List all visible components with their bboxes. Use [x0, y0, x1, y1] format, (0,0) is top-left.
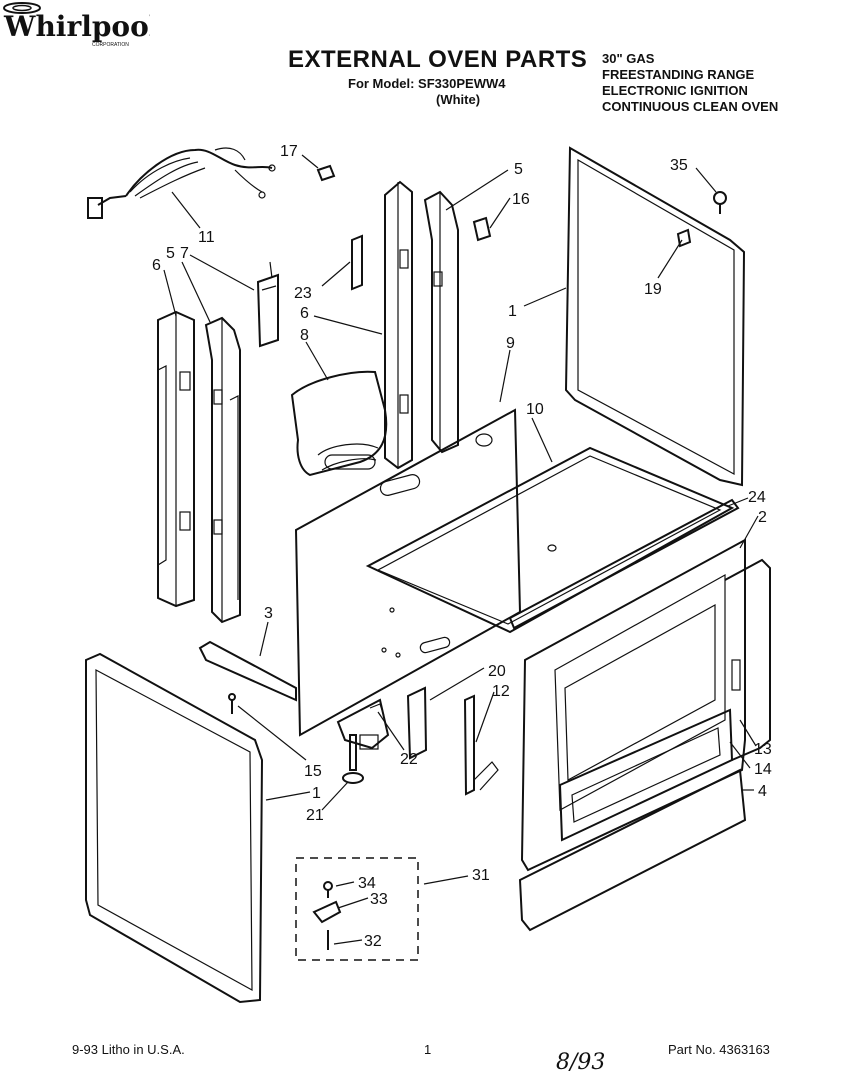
- side-panel-lower: [85, 652, 264, 1004]
- leveling-leg-part: [342, 734, 364, 784]
- callout-24: 24: [748, 489, 766, 506]
- callout-23: 23: [294, 285, 312, 302]
- callout-2: 2: [758, 509, 767, 526]
- callout-19: 19: [644, 281, 662, 298]
- handwritten-date: 8/93: [556, 1050, 606, 1075]
- strip-part-23: [351, 234, 363, 291]
- callout-20: 20: [488, 663, 506, 680]
- clip-part-19: [676, 228, 692, 248]
- callout-1-lower: 1: [312, 785, 321, 802]
- pin-part-15: [228, 693, 236, 714]
- broiler-opening-part: [558, 708, 734, 842]
- callout-14: 14: [754, 761, 772, 778]
- kick-panel-part: [518, 768, 747, 932]
- rod-part-12: [463, 694, 499, 796]
- callout-15: 15: [304, 763, 322, 780]
- clip-part-17: [316, 164, 336, 182]
- callout-9: 9: [506, 335, 515, 352]
- block-part-16: [472, 216, 492, 242]
- leg-bracket-part: [336, 698, 390, 750]
- door-seal-part: [724, 558, 771, 761]
- callout-33: 33: [370, 891, 388, 908]
- power-cord-part: [87, 147, 276, 219]
- screw-part-35: [713, 191, 727, 214]
- callout-16: 16: [512, 191, 530, 208]
- product-line: ELECTRONIC IGNITION: [602, 83, 748, 98]
- callout-32: 32: [364, 933, 382, 950]
- bracket-part-20: [406, 686, 428, 760]
- callout-7: 7: [180, 245, 189, 262]
- leader-lines: [163, 154, 759, 945]
- callout-22: 22: [400, 751, 418, 768]
- product-description: 30" GAS FREESTANDING RANGE ELECTRONIC IG…: [602, 51, 778, 115]
- front-frame-part: [520, 538, 746, 872]
- anti-tip-kit-box: [295, 857, 419, 961]
- callout-8: 8: [300, 327, 309, 344]
- side-panel-upper: [564, 146, 746, 487]
- callout-31: 31: [472, 867, 490, 884]
- page-number: 1: [424, 1042, 432, 1057]
- callout-5-left: 5: [166, 245, 175, 262]
- callout-numbers: 17 11 7 6 5 23 6 8 5 16 35 19 1 9 10 24 …: [152, 143, 772, 950]
- back-panel-part: [294, 408, 522, 737]
- callout-6-right: 6: [300, 305, 309, 322]
- part-number: Part No. 4363163: [668, 1042, 770, 1057]
- callout-13: 13: [754, 741, 772, 758]
- callout-11: 11: [198, 229, 215, 246]
- callout-17: 17: [280, 143, 298, 160]
- callout-21: 21: [306, 807, 324, 824]
- brand-subtitle: CORPORATION: [92, 42, 129, 48]
- flue-box-part: [290, 370, 388, 477]
- callout-4: 4: [758, 783, 767, 800]
- model-number: For Model: SF330PEWW4: [348, 76, 506, 91]
- product-line: 30" GAS: [602, 51, 655, 66]
- callout-34: 34: [358, 875, 376, 892]
- product-line: FREESTANDING RANGE: [602, 67, 755, 82]
- brand-wordmark: Whirlpool: [3, 10, 150, 43]
- callout-10: 10: [526, 401, 544, 418]
- lower-rail-part: [198, 640, 297, 702]
- callout-3: 3: [264, 605, 273, 622]
- page-title: EXTERNAL OVEN PARTS: [288, 46, 588, 73]
- callout-35: 35: [670, 157, 688, 174]
- vent-bracket-part: [256, 261, 279, 348]
- whirlpool-logo: Whirlpool CORPORATION: [3, 2, 159, 48]
- oven-bottom-part: [365, 446, 735, 634]
- trim-strip-part: [508, 498, 740, 630]
- side-rail-left: [157, 310, 195, 608]
- hinge-bracket-left: [204, 316, 241, 624]
- hinge-bracket-right: [423, 190, 459, 454]
- product-line: CONTINUOUS CLEAN OVEN: [602, 99, 779, 114]
- rear-rail: [384, 180, 413, 470]
- callout-5-right: 5: [514, 161, 523, 178]
- callout-1-upper: 1: [508, 303, 517, 320]
- model-color: (White): [436, 92, 481, 107]
- callout-6-left: 6: [152, 257, 161, 274]
- callout-12: 12: [492, 683, 510, 700]
- footer-litho: 9-93 Litho in U.S.A.: [72, 1042, 185, 1057]
